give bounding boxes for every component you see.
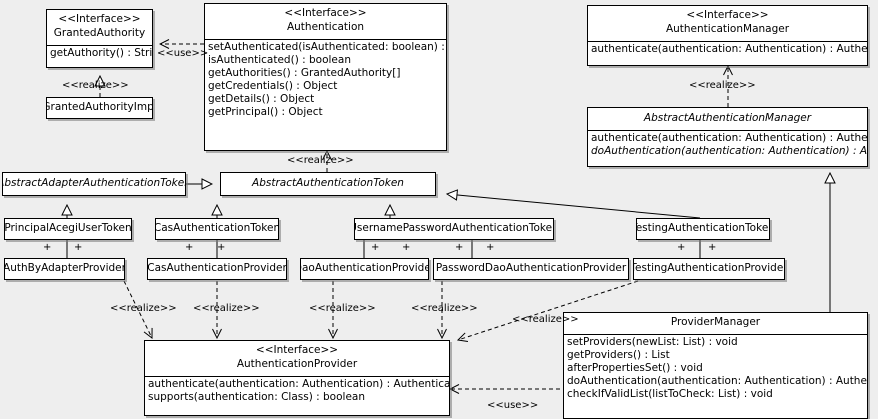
class-name: UsernamePasswordAuthenticationToken [354,222,554,235]
operation-item: checkIfValidList(listToCheck: List) : vo… [567,388,773,401]
multiplicity-marker: + [486,242,495,253]
class-principal-acegi-user-token[interactable]: PrincipalAcegiUserToken [4,218,132,240]
class-header: <<Interface>> GrantedAuthority [47,10,152,45]
operation-item: getAuthority() : String [50,47,152,60]
class-authentication-provider[interactable]: <<Interface>> AuthenticationProvider aut… [144,340,450,416]
compartment-divider [145,376,449,378]
class-name: AbstractAdapterAuthenticationToken [2,177,186,190]
multiplicity-marker: + [43,242,52,253]
operation-item: authenticate(authentication: Authenticat… [591,43,867,56]
class-dao-authentication-provider[interactable]: DaoAuthenticationProvider [300,258,429,280]
operation-item: setProviders(newList: List) : void [567,336,738,349]
class-abstract-adapter-authentication-token[interactable]: AbstractAdapterAuthenticationToken [2,172,186,196]
class-testing-authentication-provider[interactable]: TestingAuthenticationProvider [633,258,785,280]
class-granted-authority[interactable]: <<Interface>> GrantedAuthority getAuthor… [46,9,153,68]
class-name: TestingAuthenticationToken [636,222,770,235]
class-header: <<Interface>> Authentication [205,4,446,39]
multiplicity-marker: + [185,242,194,253]
operation-item: getDetails() : Object [208,93,315,106]
class-name: AuthByAdapterProvider [4,262,125,275]
class-testing-authentication-token[interactable]: TestingAuthenticationToken [636,218,770,240]
compartment-divider [47,45,152,47]
stereotype-label: <<Interface>> [255,344,339,356]
multiplicity-marker: + [402,242,411,253]
edge-label-realize-cas: <<realize>> [193,303,260,314]
edge-label-use-provider-manager: <<use>> [487,400,539,411]
operation-item: getCredentials() : Object [208,80,338,93]
class-name: CasAuthenticationProvider [147,262,287,275]
operation-item: authenticate(authentication: Authenticat… [148,378,449,391]
operation-item: isAuthenticated() : boolean [208,54,351,67]
edge-label-realize-dao: <<realize>> [309,303,376,314]
operations-compartment: setProviders(newList: List) : void getPr… [564,335,867,402]
edge-label-realize-granted-authority-impl: <<realize>> [62,80,129,91]
class-name: TestingAuthenticationProvider [633,262,785,275]
class-header: AbstractAuthenticationManager [588,108,867,130]
class-authentication-manager[interactable]: <<Interface>> AuthenticationManager auth… [587,5,868,66]
multiplicity-marker: + [708,242,717,253]
class-name: DaoAuthenticationProvider [300,262,429,275]
operations-compartment: getAuthority() : String [47,46,152,61]
class-name: AbstractAuthenticationManager [643,112,812,124]
class-name: PasswordDaoAuthenticationProvider [435,262,627,275]
operations-compartment: authenticate(authentication: Authenticat… [145,377,449,405]
operations-compartment: setAuthenticated(isAuthenticated: boolea… [205,40,446,120]
class-granted-authority-impl[interactable]: GrantedAuthorityImpl [46,97,153,119]
compartment-divider [205,39,446,41]
multiplicity-marker: + [74,242,83,253]
stereotype-label: <<Interface>> [58,13,141,25]
compartment-divider [588,130,867,132]
stereotype-label: <<Interface>> [686,9,769,21]
class-password-dao-authentication-provider[interactable]: PasswordDaoAuthenticationProvider [433,258,629,280]
class-authentication[interactable]: <<Interface>> Authentication setAuthenti… [204,3,447,151]
class-name: AbstractAuthenticationToken [252,177,404,190]
operation-item: doAuthentication(authentication: Authent… [567,375,867,388]
class-abstract-authentication-manager[interactable]: AbstractAuthenticationManager authentica… [587,107,868,167]
class-header: ProviderManager [564,313,867,334]
operation-item: setAuthenticated(isAuthenticated: boolea… [208,41,446,54]
class-header: <<Interface>> AuthenticationManager [588,6,867,41]
compartment-divider [564,334,867,336]
class-name: ProviderManager [670,316,761,328]
multiplicity-marker: + [217,242,226,253]
class-header: <<Interface>> AuthenticationProvider [145,341,449,376]
edge-label-realize-abstract-authentication-manager: <<realize>> [689,80,756,91]
class-cas-authentication-token[interactable]: CasAuthenticationToken [155,218,279,240]
operation-item: supports(authentication: Class) : boolea… [148,391,365,404]
edge-label-use-granted-authority: <<use>> [157,48,209,59]
edge-label-realize-password-dao: <<realize>> [411,303,478,314]
edge-label-realize-auth-by-adapter: <<realize>> [110,303,177,314]
class-name: GrantedAuthority [53,27,146,40]
operation-item: getAuthorities() : GrantedAuthority[] [208,67,401,80]
class-name: AuthenticationProvider [236,358,358,371]
multiplicity-marker: + [677,242,686,253]
operations-compartment: authenticate(authentication: Authenticat… [588,131,867,159]
class-provider-manager[interactable]: ProviderManager setProviders(newList: Li… [563,312,868,419]
class-cas-authentication-provider[interactable]: CasAuthenticationProvider [147,258,287,280]
class-name: GrantedAuthorityImpl [46,101,153,114]
edge-label-realize-abstract-authentication-token: <<realize>> [287,155,354,166]
class-name: Authentication [286,21,365,34]
class-abstract-authentication-token[interactable]: AbstractAuthenticationToken [220,172,436,196]
stereotype-label: <<Interface>> [284,7,367,19]
multiplicity-marker: + [371,242,380,253]
operation-item: authenticate(authentication: Authenticat… [591,132,867,145]
operation-item: afterPropertiesSet() : void [567,362,703,375]
class-name: CasAuthenticationToken [155,222,279,235]
compartment-divider [588,41,867,43]
edge-label-realize-testing: <<realize>> [512,314,579,325]
class-name: AuthenticationManager [665,23,790,36]
operation-item: getPrincipal() : Object [208,106,323,119]
operation-item: doAuthentication(authentication: Authent… [591,145,867,158]
class-username-password-authentication-token[interactable]: UsernamePasswordAuthenticationToken [354,218,554,240]
operation-item: getProviders() : List [567,349,670,362]
operations-compartment: authenticate(authentication: Authenticat… [588,42,867,57]
class-auth-by-adapter-provider[interactable]: AuthByAdapterProvider [4,258,125,280]
class-name: PrincipalAcegiUserToken [4,222,132,235]
multiplicity-marker: + [455,242,464,253]
